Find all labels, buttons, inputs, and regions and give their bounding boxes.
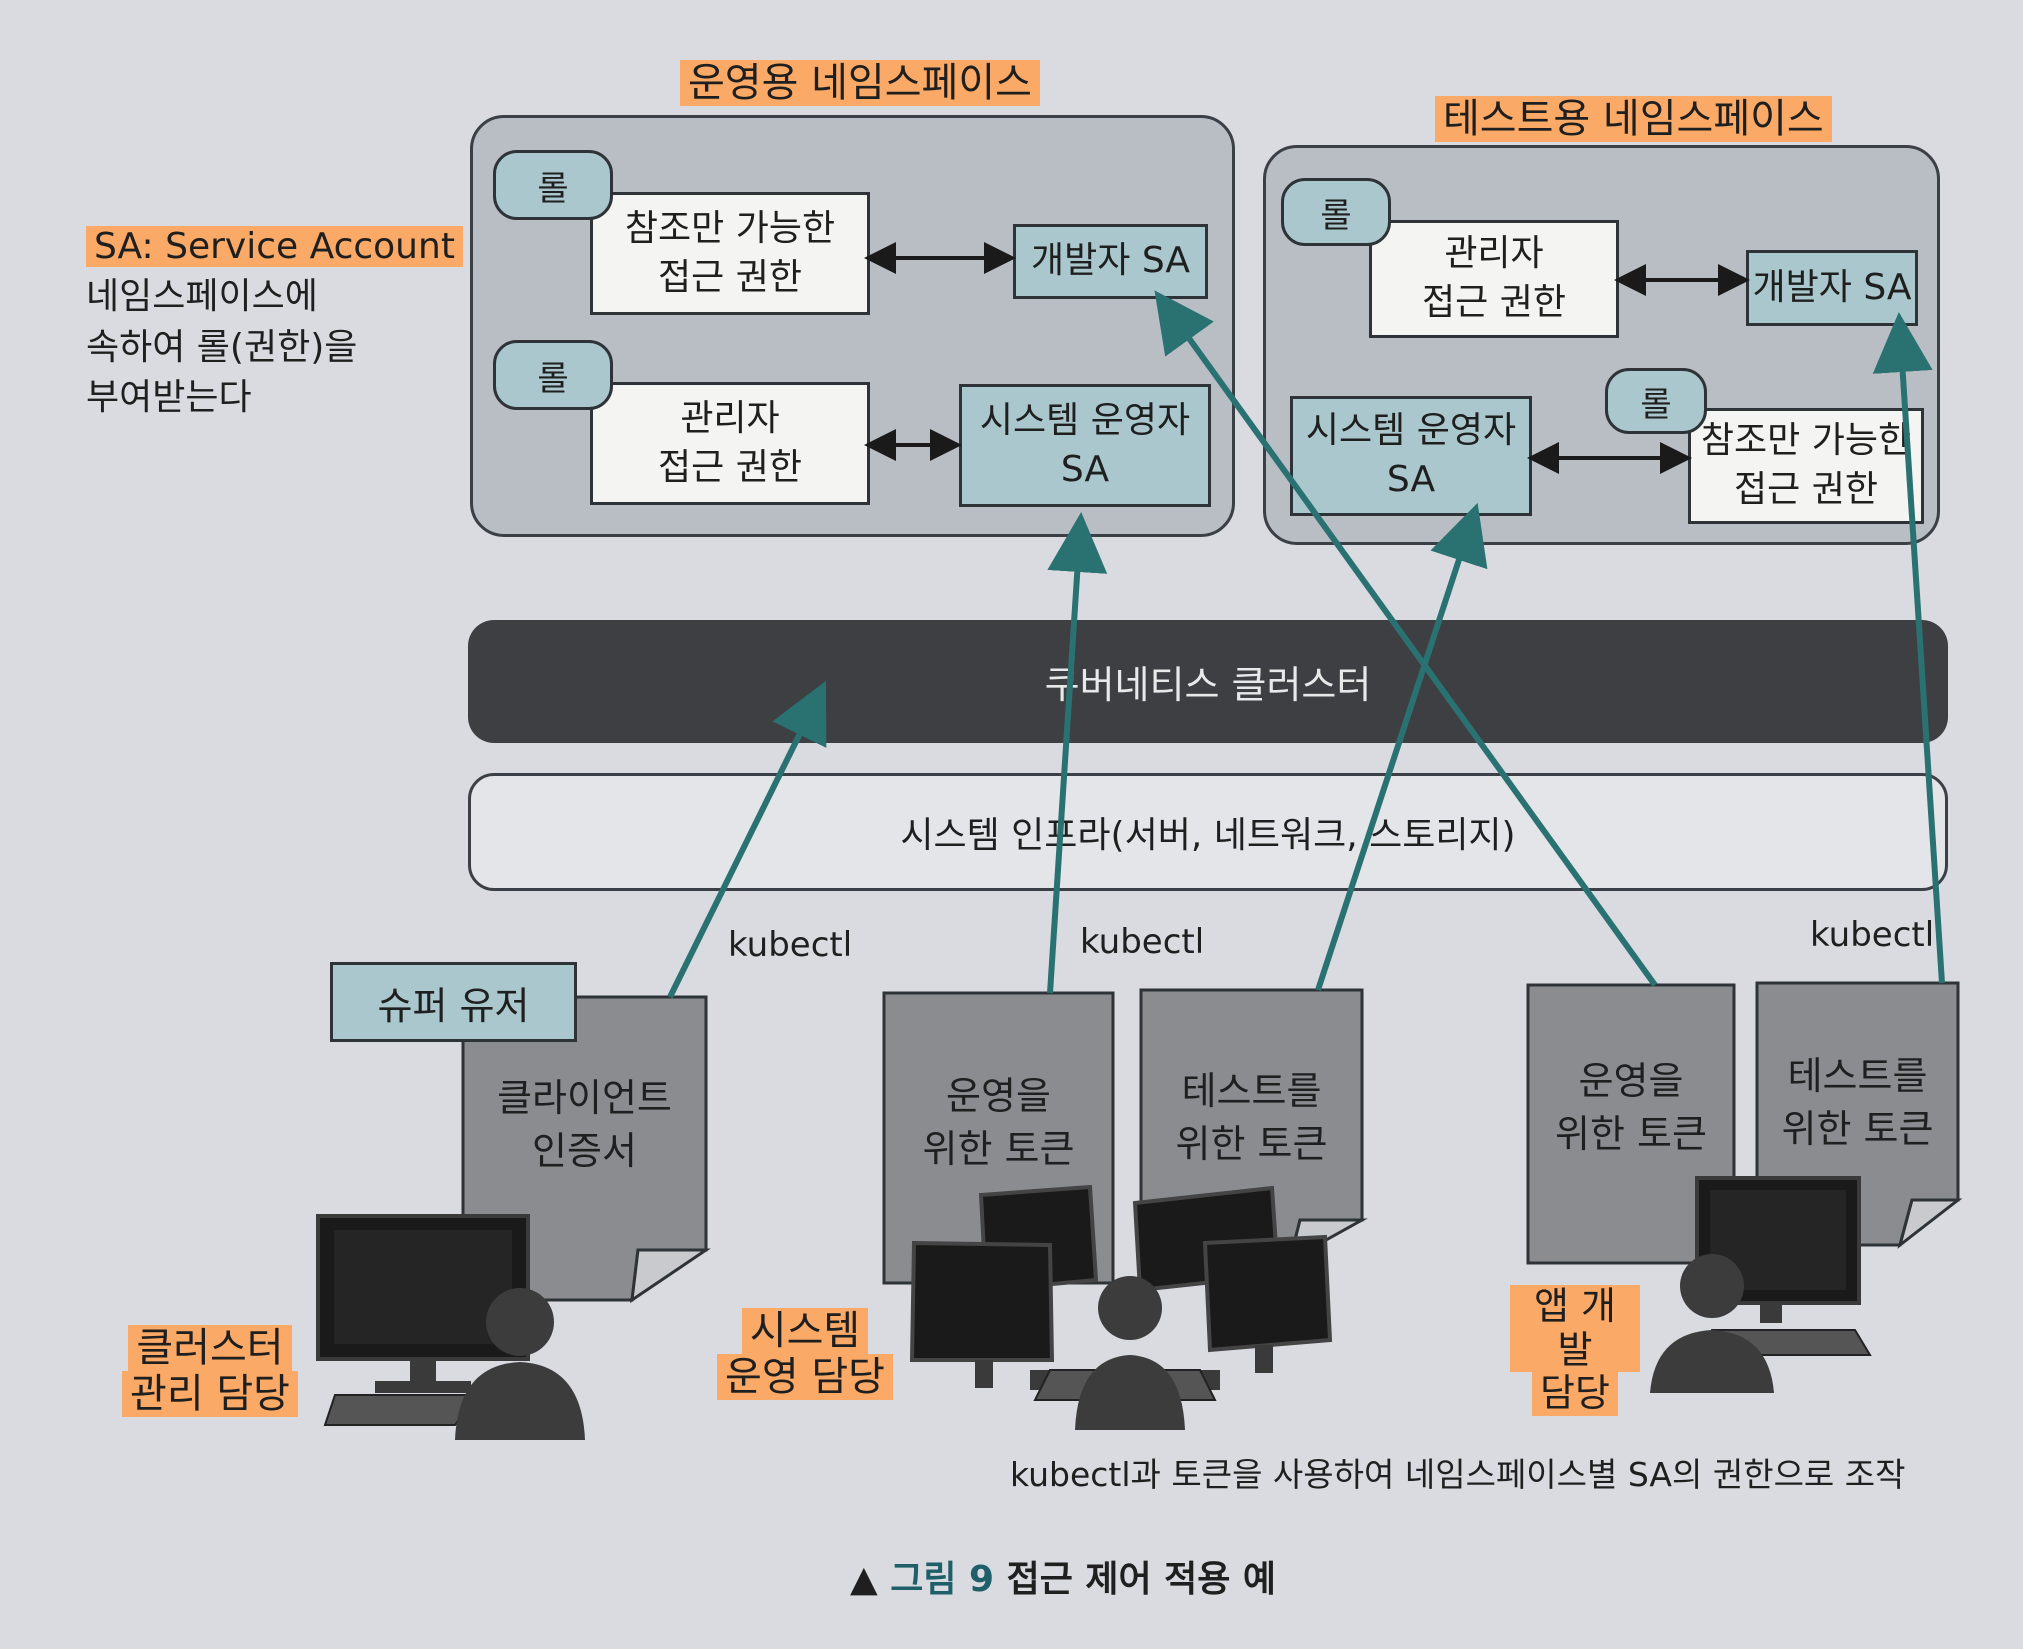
side-note: SA: Service Account 네임스페이스에 속하여 롤(권한)을 부… [86, 222, 476, 424]
bottom-note: kubectl과 토큰을 사용하여 네임스페이스별 SA의 권한으로 조작 [1010, 1448, 1906, 1496]
side-note-line: 네임스페이스에 [86, 272, 476, 322]
kubectl-label: kubectl [728, 925, 852, 965]
sa-definition: SA: Service Account [86, 226, 463, 267]
figure-caption: ▲ 그림 9 접근 제어 적용 예 [850, 1550, 1276, 1602]
kubectl-label: kubectl [1810, 915, 1934, 955]
test-namespace-title: 테스트용 네임스페이스 [1435, 96, 1832, 142]
side-note-line: 부여받는다 [86, 373, 476, 423]
system-infra-bar: 시스템 인프라(서버, 네트워크, 스토리지) [468, 773, 1948, 891]
prod-developer-sa: 개발자 SA [1013, 224, 1208, 299]
side-note-line: 속하여 롤(권한)을 [86, 323, 476, 373]
test-developer-sa: 개발자 SA [1746, 250, 1918, 326]
kubectl-label: kubectl [1080, 922, 1204, 962]
kubernetes-cluster-bar: 쿠버네티스 클러스터 [468, 620, 1948, 743]
prod-role-tag: 롤 [493, 150, 613, 220]
test-role-tag: 롤 [1605, 368, 1707, 434]
super-user-tag: 슈퍼 유저 [330, 962, 577, 1042]
prod-namespace-title: 운영용 네임스페이스 [680, 60, 1040, 106]
prod-role-tag: 롤 [493, 340, 613, 410]
test-role-tag: 롤 [1281, 178, 1391, 246]
sysops-person-icon [1075, 1276, 1185, 1430]
